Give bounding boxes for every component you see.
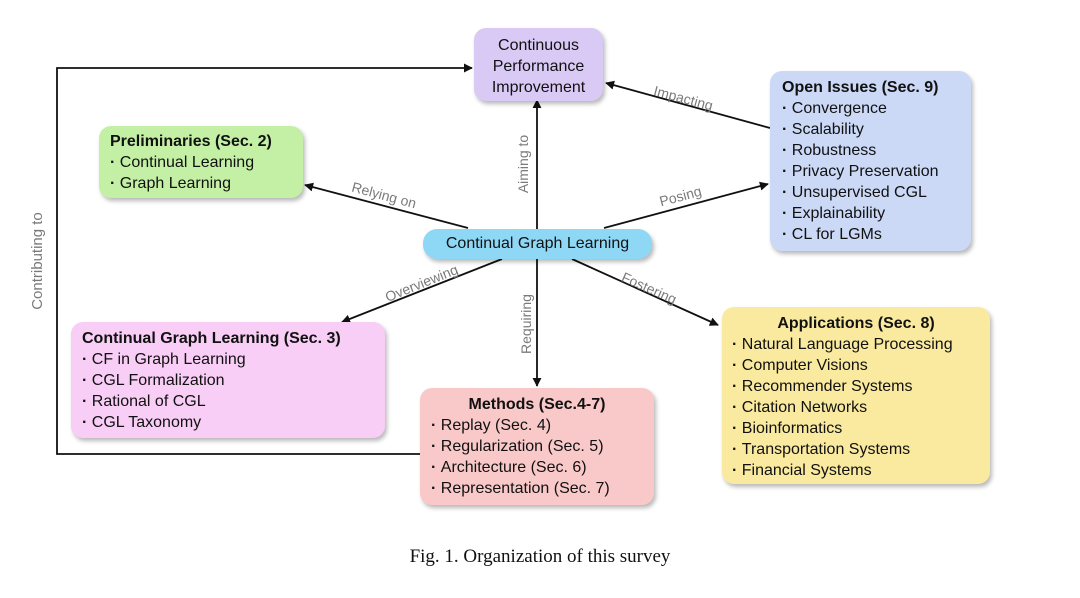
- arrow-overviewing: [341, 258, 503, 324]
- methods-list: Replay (Sec. 4) Regularization (Sec. 5) …: [431, 415, 654, 499]
- edge-label-contributing-to: Contributing to: [28, 212, 46, 310]
- open-issues-list: Convergence Scalability Robustness Priva…: [782, 98, 971, 245]
- figure-caption: Fig. 1. Organization of this survey: [409, 546, 671, 567]
- applications-list: Natural Language Processing Computer Vis…: [732, 334, 990, 481]
- preliminaries-box: Preliminaries (Sec. 2) Continual Learnin…: [99, 126, 303, 198]
- list-item: Representation (Sec. 7): [431, 478, 654, 499]
- arrow-relying-on: [304, 182, 469, 229]
- goal-line-3: Improvement: [491, 79, 586, 96]
- list-item: Convergence: [782, 98, 971, 119]
- list-item: Financial Systems: [732, 460, 990, 481]
- list-item: Replay (Sec. 4): [431, 415, 654, 436]
- list-item: CGL Taxonomy: [82, 412, 385, 433]
- applications-title: Applications (Sec. 8): [777, 315, 935, 332]
- preliminaries-title: Preliminaries (Sec. 2): [110, 133, 272, 150]
- arrow-impacting: [605, 80, 771, 129]
- list-item: CL for LGMs: [782, 224, 971, 245]
- list-item: Explainability: [782, 203, 971, 224]
- goal-line-1: Continuous: [498, 37, 579, 54]
- list-item: Computer Visions: [732, 355, 990, 376]
- list-item: Transportation Systems: [732, 439, 990, 460]
- list-item: Recommender Systems: [732, 376, 990, 397]
- list-item: Continual Learning: [110, 152, 303, 173]
- center-node-label: Continual Graph Learning: [445, 235, 630, 252]
- list-item: CF in Graph Learning: [82, 349, 385, 370]
- edge-label-requiring: Requiring: [517, 294, 534, 354]
- cgl-box: Continual Graph Learning (Sec. 3) CF in …: [71, 322, 385, 438]
- list-item: Graph Learning: [110, 173, 303, 194]
- cgl-list: CF in Graph Learning CGL Formalization R…: [82, 349, 385, 433]
- methods-title: Methods (Sec.4-7): [468, 396, 606, 413]
- methods-box: Methods (Sec.4-7) Replay (Sec. 4) Regula…: [420, 388, 654, 505]
- list-item: Robustness: [782, 140, 971, 161]
- edge-label-aiming-to: Aiming to: [515, 134, 532, 194]
- arrow-posing: [603, 181, 769, 229]
- applications-box: Applications (Sec. 8) Natural Language P…: [722, 307, 990, 484]
- arrow-fostering: [571, 258, 719, 326]
- list-item: Rational of CGL: [82, 391, 385, 412]
- list-item: Scalability: [782, 119, 971, 140]
- arrow-contributing-to: [56, 63, 473, 455]
- list-item: Architecture (Sec. 6): [431, 457, 654, 478]
- list-item: CGL Formalization: [82, 370, 385, 391]
- list-item: Natural Language Processing: [732, 334, 990, 355]
- list-item: Regularization (Sec. 5): [431, 436, 654, 457]
- open-issues-title: Open Issues (Sec. 9): [782, 79, 939, 96]
- list-item: Citation Networks: [732, 397, 990, 418]
- goal-line-2: Performance: [492, 58, 585, 75]
- cgl-title: Continual Graph Learning (Sec. 3): [82, 330, 341, 347]
- open-issues-box: Open Issues (Sec. 9) Convergence Scalabi…: [770, 71, 971, 251]
- list-item: Privacy Preservation: [782, 161, 971, 182]
- list-item: Unsupervised CGL: [782, 182, 971, 203]
- center-node: Continual Graph Learning: [423, 229, 652, 259]
- preliminaries-list: Continual Learning Graph Learning: [110, 152, 303, 194]
- list-item: Bioinformatics: [732, 418, 990, 439]
- goal-box: Continuous Performance Improvement: [474, 28, 603, 101]
